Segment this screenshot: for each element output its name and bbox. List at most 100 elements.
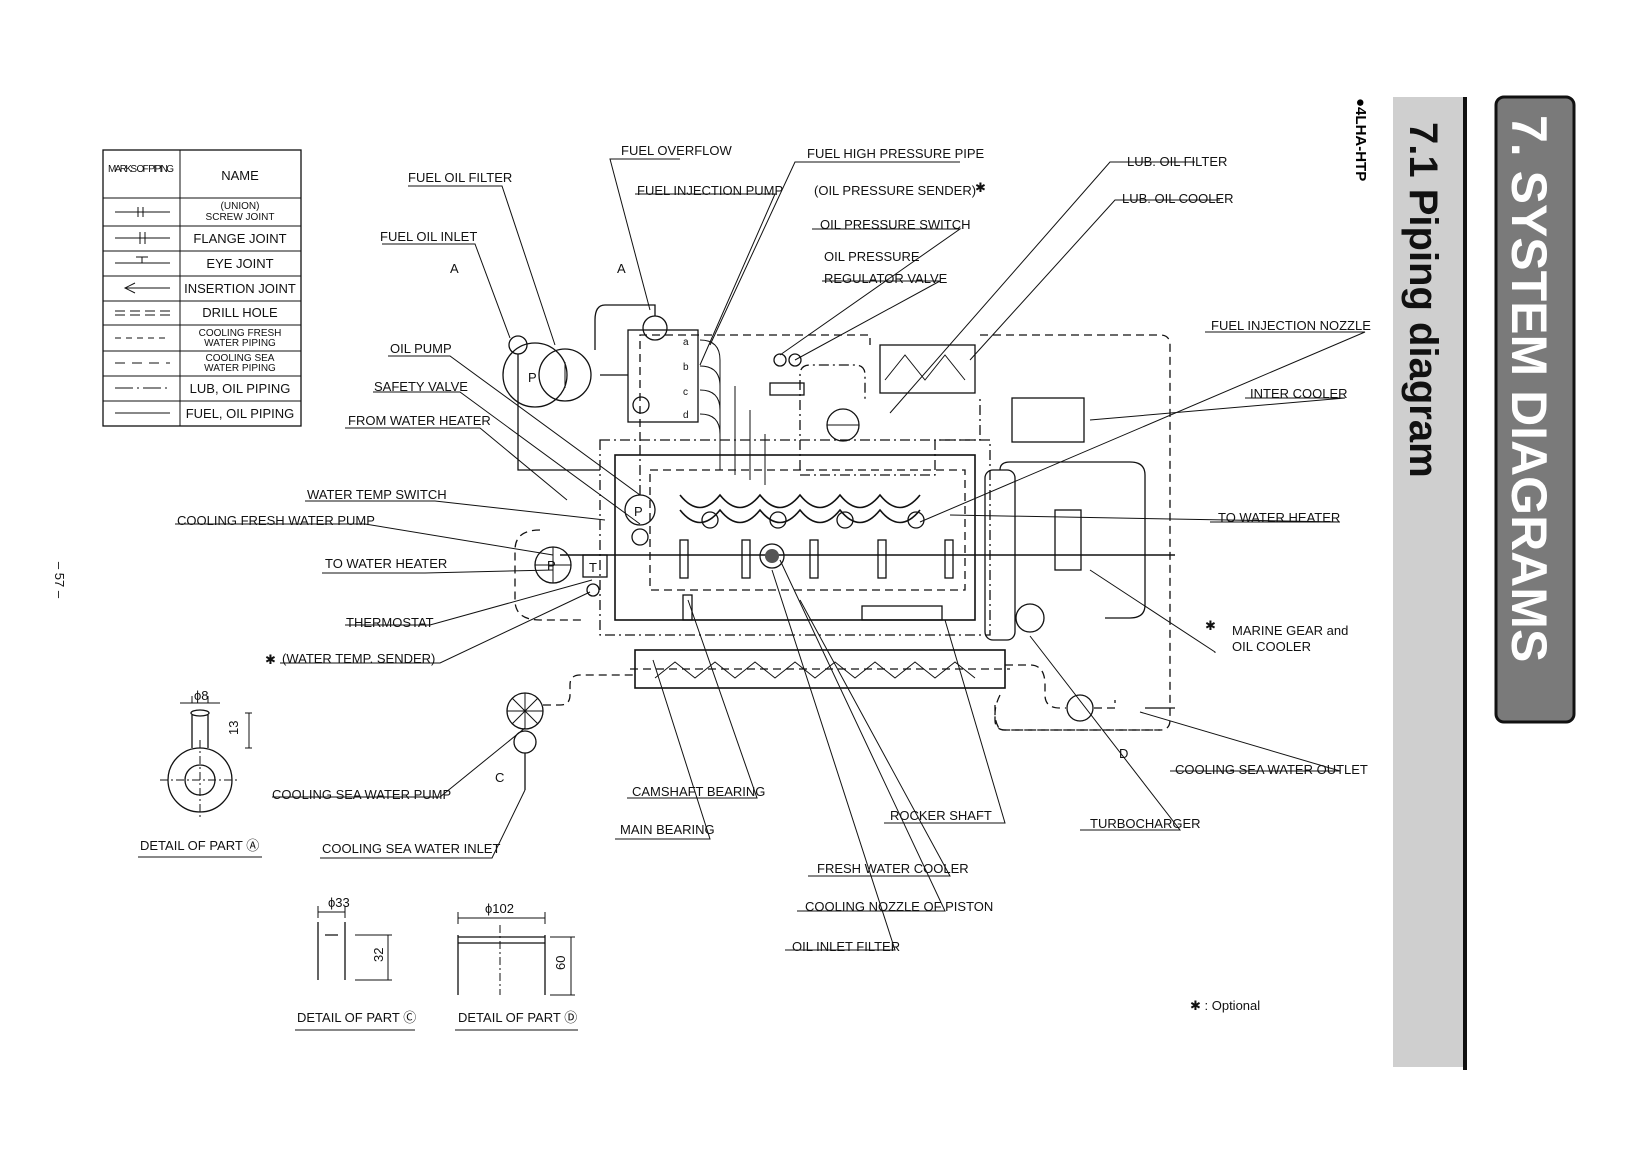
label-oil-pressure-switch: OIL PRESSURE SWITCH [820,217,970,232]
fuel-port-b: b [683,362,689,373]
label-main-bearing: MAIN BEARING [620,822,715,837]
legend-mark-insertion [123,282,170,294]
oil-pressure-switch-icon [769,353,805,396]
label-lub-oil-filter: LUB. OIL FILTER [1127,154,1227,169]
detail-d-caption: DETAIL OF PART Ⓓ [458,1010,577,1025]
label-oil-pressure-sender: (OIL PRESSURE SENDER) [814,183,976,198]
label-fuel-injection-pump: FUEL INJECTION PUMP [637,183,783,198]
label-fuel-overflow: FUEL OVERFLOW [621,143,732,158]
oil-pump-p: P [634,504,643,519]
optional-star-marine-gear: ✱ [1205,618,1216,633]
dim-phi33: ϕ33 [328,895,350,910]
engine-schematic: P a b c d [502,304,1175,790]
label-cooling-nozzle-of-piston: COOLING NOZZLE OF PISTON [805,899,993,914]
chapter-title: 7. SYSTEM DIAGRAMS [1501,115,1557,662]
label-fuel-oil-filter: FUEL OIL FILTER [408,170,512,185]
label-thermostat: THERMOSTAT [346,615,434,630]
legend-name-fresh-l2: WATER PIPING [204,338,276,349]
dim-13: 13 [226,721,241,735]
legend-mark-union [115,207,170,217]
label-fuel-high-pressure-pipe: FUEL HIGH PRESSURE PIPE [807,146,985,161]
label-marine-gear-l1: MARINE GEAR and [1232,623,1348,638]
marine-gear-cooler-icon [994,694,1160,731]
label-turbocharger: TURBOCHARGER [1090,816,1201,831]
legend-name-lub: LUB, OIL PIPING [190,381,291,396]
detail-a-drawing: ϕ8 13 DETAIL OF PART Ⓐ [138,688,262,858]
legend-name-sea-l2: WATER PIPING [204,363,276,374]
label-marine-gear-l2: OIL COOLER [1232,639,1311,654]
label-fuel-oil-inlet: FUEL OIL INLET [380,229,477,244]
fuel-port-d: d [683,410,689,421]
callout-labels: FUEL OVERFLOW FUEL HIGH PRESSURE PIPE LU… [177,143,1371,954]
label-water-temp-switch: WATER TEMP SWITCH [307,487,447,502]
detail-d-drawing: ϕ102 60 DETAIL OF PART Ⓓ [455,901,578,1031]
fuel-port-a: a [683,337,689,348]
legend-name-insertion: INSERTION JOINT [184,281,296,296]
legend-name-eye: EYE JOINT [206,256,273,271]
fuel-oil-filter-icon: P [502,342,592,408]
fuel-port-c: c [683,387,688,398]
optional-note: ✱ : Optional [1190,998,1260,1013]
label-cooling-sea-water-pump: COOLING SEA WATER PUMP [272,787,451,802]
dim-32: 32 [371,948,386,962]
fuel-injection-pump-icon: a b c d [627,315,699,423]
legend-header-marks: MARKS OF PIPING [108,164,174,175]
dim-phi102: ϕ102 [485,901,514,916]
legend-table: MARKS OF PIPING NAME (UNION) SCREW JOINT… [102,149,302,427]
optional-star-oil-sender: ✱ [975,180,986,195]
leader-lines [175,158,1366,951]
thermostat-icon [582,554,608,578]
lub-oil-cooler-icon [879,344,976,394]
label-oil-inlet-filter: OIL INLET FILTER [792,939,900,954]
label-inter-cooler: INTER COOLER [1250,386,1348,401]
label-rocker-shaft: ROCKER SHAFT [890,808,992,823]
legend-name-flange: FLANGE JOINT [193,231,286,246]
model-label: ●4LHA-HTP [1352,98,1369,181]
dim-60: 60 [553,956,568,970]
label-cooling-sea-water-inlet: COOLING SEA WATER INLET [322,841,500,856]
cooling-sea-water-pump-icon [506,692,544,754]
label-point-c: C [495,770,504,785]
legend-mark-drill [115,310,170,316]
label-oil-pump: OIL PUMP [390,341,452,356]
label-point-a-right: A [617,261,626,276]
label-water-temp-sender: (WATER TEMP. SENDER) [282,651,435,666]
section-title: 7.1 Piping diagram [1401,122,1445,478]
label-cooling-sea-water-outlet: COOLING SEA WATER OUTLET [1175,762,1368,777]
legend-name-sea-l1: COOLING SEA [206,353,275,364]
label-oil-pressure: OIL PRESSURE [824,249,920,264]
detail-c-drawing: ϕ33 32 DETAIL OF PART Ⓒ [295,895,416,1031]
label-to-water-heater-right: TO WATER HEATER [1218,510,1340,525]
label-point-d: D [1119,746,1128,761]
label-from-water-heater: FROM WATER HEATER [348,413,491,428]
label-point-a-left: A [450,261,459,276]
cooling-fresh-water-pump-icon: P [534,546,572,584]
label-safety-valve: SAFETY VALVE [374,379,468,394]
detail-c-caption: DETAIL OF PART Ⓒ [297,1010,416,1025]
lub-oil-filter-icon [826,408,860,442]
label-fresh-water-cooler: FRESH WATER COOLER [817,861,969,876]
dim-phi8: ϕ8 [194,688,209,703]
legend-header-name: NAME [221,168,259,183]
chapter-title-banner: 7. SYSTEM DIAGRAMS [1494,95,1576,724]
page-number: – 57 – [52,562,67,599]
label-regulator-valve: REGULATOR VALVE [824,271,948,286]
thermostat-t: T [589,560,597,575]
label-lub-oil-cooler: LUB. OIL COOLER [1122,191,1234,206]
detail-a-caption: DETAIL OF PART Ⓐ [140,838,259,853]
legend-name-drill: DRILL HOLE [202,305,278,320]
legend-mark-flange [115,232,170,244]
label-fuel-injection-nozzle: FUEL INJECTION NOZZLE [1211,318,1371,333]
optional-star-water-temp: ✱ [265,652,276,667]
fuel-injection-nozzle-icon [701,511,925,529]
section-title-band: 7.1 Piping diagram [1393,97,1467,1070]
legend-name-union-l2: SCREW JOINT [206,212,275,223]
legend-mark-eye [115,256,170,264]
fuel-filter-p: P [528,370,537,385]
label-cooling-fresh-water-pump: COOLING FRESH WATER PUMP [177,513,375,528]
inter-cooler-icon [1011,397,1085,443]
legend-name-union-l1: (UNION) [221,201,260,212]
oil-inlet-filter-icon [759,543,785,569]
legend-name-fuel: FUEL, OIL PIPING [186,406,295,421]
